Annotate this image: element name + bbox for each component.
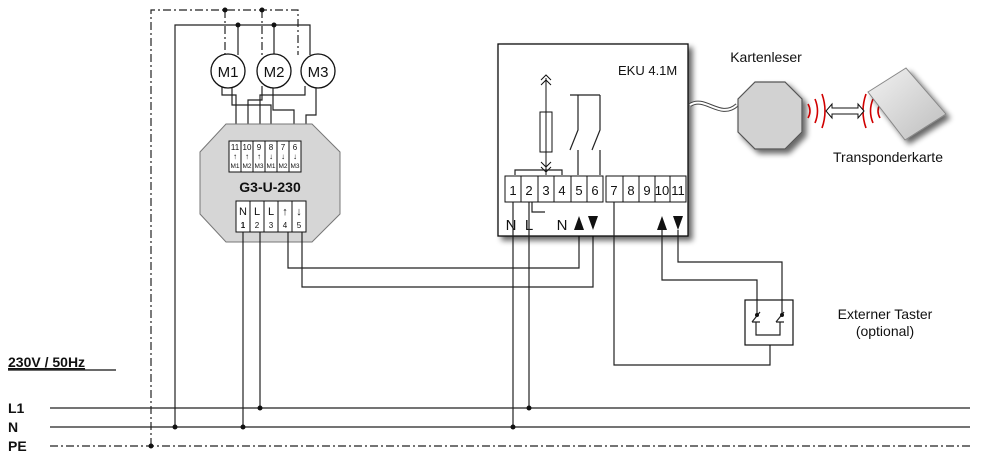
motor-m3-label: M3 [308,64,329,81]
card-reader-label: Kartenleser [730,49,802,65]
button-label-line2: (optional) [856,323,914,339]
line-n-label: N [8,419,18,435]
controller-bottom-terminals: N 1 L 2 L 3 ↑ 4 ↓ 5 [235,200,307,233]
eku-name: EKU 4.1M [618,63,677,78]
bterm-3-num: 3 [269,221,274,230]
terminal-7-sub: M2 [278,163,287,170]
motor-m1: M1 [210,53,246,89]
down-arrow-icon-2 [673,216,683,230]
motor-m1-label: M1 [218,64,239,81]
controller-supply-wiring [240,218,594,430]
terminal-11-num: 11 [231,143,240,152]
terminal-11-arrow: ↑ [233,152,237,161]
eku-supply-wiring [510,202,783,430]
terminal-6-num: 6 [293,143,298,152]
supply-lines: 230V / 50Hz L1 N PE [8,354,970,454]
terminal-7-arrow: ↓ [281,152,285,161]
motor-m3: M3 [300,53,336,89]
bterm-5-label: ↓ [296,206,302,218]
line-pe-label: PE [8,438,27,454]
bterm-2-label: L [254,206,260,218]
eku-label-n2: N [557,217,568,234]
button-label-line1: Externer Taster [838,306,933,322]
terminal-10-num: 10 [243,143,252,152]
bterm-5-num: 5 [297,221,302,230]
terminal-8-num: 8 [269,143,274,152]
up-arrow-icon-2 [657,216,667,230]
motor-m2-label: M2 [264,64,285,81]
eku-terminal-3: 3 [542,183,549,198]
bterm-1-label: N [239,206,247,218]
terminal-8-arrow: ↓ [269,152,273,161]
eku-label-n1: N [506,217,517,234]
bterm-2-num: 2 [255,221,260,230]
eku-terminal-11: 11 [671,183,685,198]
bterm-3-label: L [268,206,274,218]
eku-terminal-1: 1 [509,183,516,198]
terminal-7-num: 7 [281,143,286,152]
eku-terminal-10: 10 [655,183,669,198]
eku-terminals: 1 2 3 4 5 6 7 8 9 10 11 [509,176,685,202]
motor-m2: M2 [256,53,292,89]
n-wiring [172,22,311,430]
down-arrow-icon [588,216,598,230]
eku-terminal-4: 4 [558,183,565,198]
terminal-8-sub: M1 [266,163,275,170]
supply-label: 230V / 50Hz [8,354,85,370]
terminal-10-sub: M2 [242,163,251,170]
controller-name: G3-U-230 [239,179,301,195]
bterm-4-num: 4 [283,221,288,230]
controller-g3: G3-U-230 11 ↑ M1 10 ↑ M2 9 ↑ M3 8 ↓ M1 7… [199,123,341,243]
up-arrow-icon [574,216,584,230]
terminal-9-sub: M3 [254,163,263,170]
eku-terminal-7: 7 [610,183,617,198]
eku-terminal-5: 5 [575,183,582,198]
terminal-9-arrow: ↑ [257,152,261,161]
eku-internal-circuit [514,74,601,213]
motors: M1 M2 M3 [210,53,336,89]
eku-module: EKU 4.1M [497,43,689,237]
transponder-card: Transponderkarte [833,67,947,165]
terminal-10-arrow: ↑ [245,152,249,161]
transponder-label: Transponderkarte [833,149,943,165]
external-button: Externer Taster (optional) [744,299,933,346]
bterm-4-label: ↑ [282,206,288,218]
eku-terminal-2: 2 [525,183,532,198]
eku-terminal-9: 9 [643,183,650,198]
terminal-9-num: 9 [257,143,262,152]
pe-wiring [148,7,299,449]
card-reader: Kartenleser [688,49,881,150]
eku-terminal-6: 6 [591,183,598,198]
terminal-11-sub: M1 [230,163,239,170]
line-l1-label: L1 [8,400,25,416]
eku-terminal-8: 8 [627,183,634,198]
terminal-6-arrow: ↓ [293,152,297,161]
terminal-6-sub: M3 [290,163,299,170]
bterm-1-num: 1 [241,221,246,230]
controller-top-terminals: 11 ↑ M1 10 ↑ M2 9 ↑ M3 8 ↓ M1 7 ↓ M2 6 ↓… [228,140,302,173]
double-arrow-icon [825,102,865,120]
